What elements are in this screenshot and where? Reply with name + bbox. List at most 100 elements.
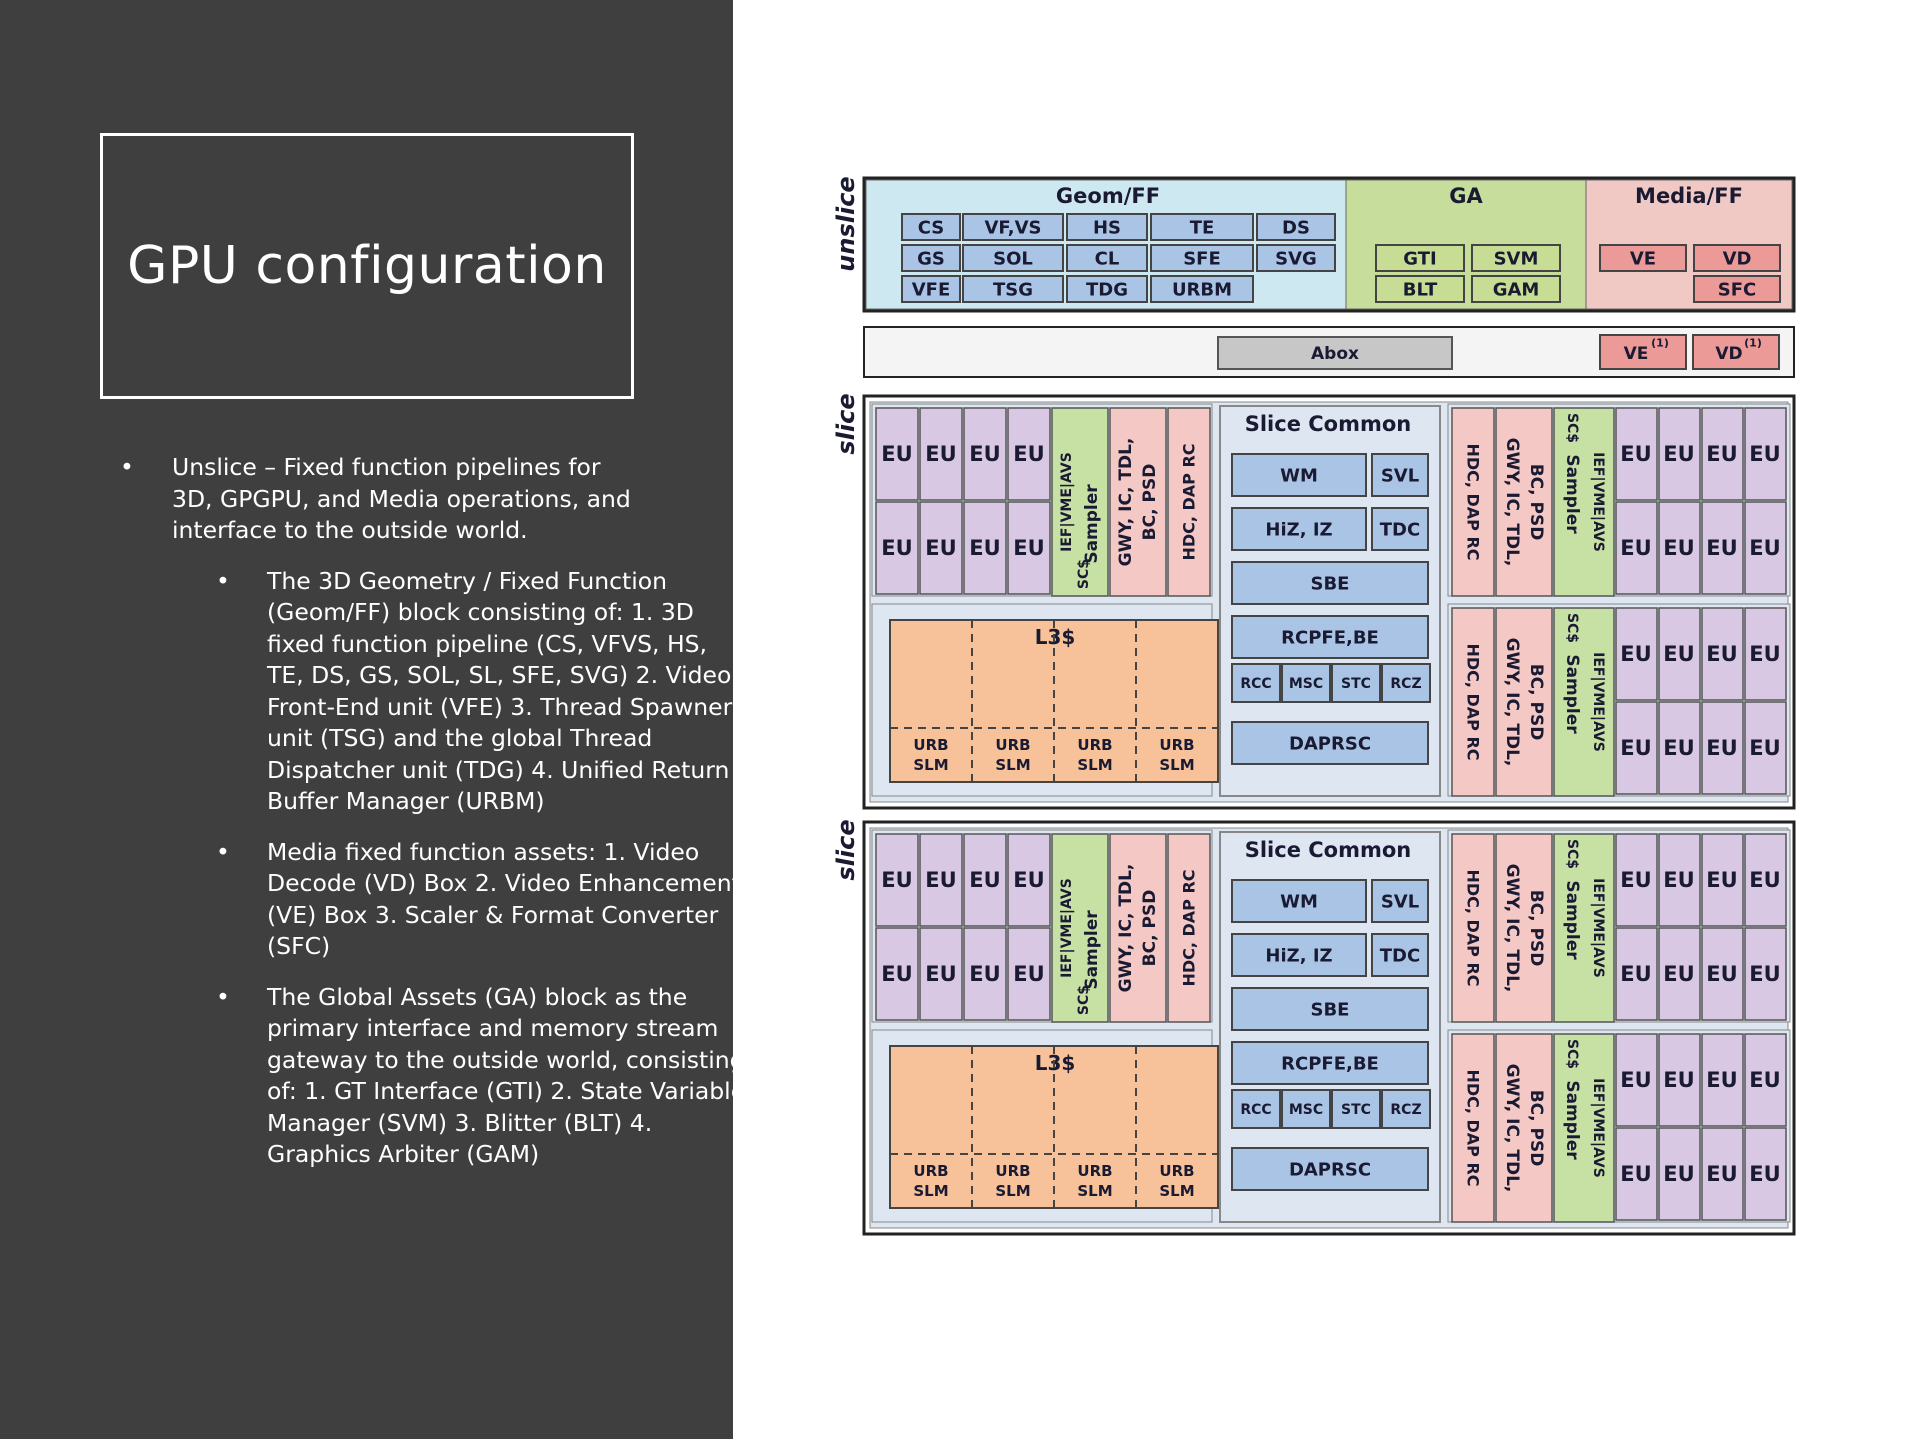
abox-label: Abox [1311,344,1359,364]
slm-label: SLM [913,756,948,774]
sampler-block [1051,407,1109,597]
media-unit [1599,244,1687,272]
sampler-top-label: IEF|VME|AVS [1590,652,1606,752]
sampler-sc-label: SC$ [1564,413,1580,443]
eu-cell [1658,607,1701,701]
eu-cell [1658,1033,1701,1127]
geom-unit-label: HS [1093,218,1121,239]
gwy-label-2: BC, PSD [1526,890,1546,967]
slice-common-unit [1331,1089,1381,1129]
eu-label: EU [925,962,956,986]
eu-cell [1615,701,1658,795]
abox-media-superscript: (1) [1744,337,1762,350]
eu-cell [1701,927,1744,1021]
slice-common-unit-label: HiZ, IZ [1265,946,1332,967]
slice-label: slice [832,393,860,454]
eu-label: EU [1706,736,1737,760]
eu-label: EU [1620,868,1651,892]
unslice-label: unslice [832,176,860,271]
eu-cell [1615,501,1658,595]
sampler-sc-label: SC$ [1564,1039,1580,1069]
left-panel: GPU configuration • Unslice – Fixed func… [0,0,745,1439]
eu-cell [1658,407,1701,501]
slice-common-unit [1371,507,1429,551]
gwy-label-2: BC, PSD [1526,1090,1546,1167]
ga-title: GA [1449,184,1483,208]
hdc-block [1167,407,1211,597]
eu-label: EU [925,536,956,560]
ga-unit-label: BLT [1403,280,1438,301]
eu-cell [1615,927,1658,1021]
slice-common-unit [1231,721,1429,765]
slice-common-unit-label: WM [1280,892,1318,913]
gwy-block [1495,607,1553,797]
geom-unit [1066,244,1148,272]
gwy-label-2: BC, PSD [1526,464,1546,541]
slice-common-unit [1231,1147,1429,1191]
geom-unit-label: SVG [1275,249,1317,270]
sampler-top-label: IEF|VME|AVS [1590,452,1606,552]
eu-label: EU [1620,962,1651,986]
slice-common-unit-label: DAPRSC [1289,734,1371,755]
eu-cell [1744,407,1787,501]
slice-common-title: Slice Common [1245,412,1412,436]
gwy-block [1495,833,1553,1023]
geom-unit-label: SOL [993,249,1033,270]
gwy-label: GWY, IC, TDL, [1116,864,1136,993]
gwy-label: GWY, IC, TDL, [1502,438,1522,567]
eu-label: EU [969,868,1000,892]
geom-unit [962,244,1064,272]
sub-bullet-text: The 3D Geometry / Fixed Function (Geom/F… [267,566,733,816]
eu-label: EU [1749,536,1780,560]
slice-common-unit [1231,1089,1281,1129]
hdc-label: HDC, DAP RC [1464,643,1483,760]
slice-common-unit [1231,507,1367,551]
sampler-top-label: IEF|VME|AVS [1590,878,1606,978]
media-unit-label: SFC [1718,280,1756,301]
slice-common-unit-label: SVL [1381,466,1419,487]
urb-label: URB [1159,1162,1194,1180]
urb-label: URB [913,736,948,754]
urb-label: URB [1077,736,1112,754]
eu-label: EU [1749,736,1780,760]
eu-label: EU [1013,442,1044,466]
hdc-block [1167,833,1211,1023]
slm-label: SLM [1159,1182,1194,1200]
eu-cell [1007,407,1051,501]
sub-bullet-text: Media fixed function assets: 1. Video De… [267,837,741,961]
eu-label: EU [1663,868,1694,892]
ga-unit [1471,244,1561,272]
geom-unit-label: CS [918,218,945,239]
hdc-block [1451,1033,1495,1223]
eu-cell [1007,501,1051,595]
bullet-dot-icon: • [216,566,230,595]
ga-unit [1375,244,1465,272]
eu-label: EU [1706,868,1737,892]
slice-common-unit-label: STC [1341,676,1371,692]
l3-block [889,619,1219,783]
gwy-label: GWY, IC, TDL, [1502,638,1522,767]
eu-label: EU [1013,962,1044,986]
slice-common-unit-label: RCC [1240,1102,1271,1118]
urb-label: URB [1159,736,1194,754]
media-ff-title: Media/FF [1635,184,1743,208]
eu-label: EU [1663,1068,1694,1092]
eu-label: EU [925,442,956,466]
gwy-block [1495,407,1553,597]
eu-cell [1658,501,1701,595]
slice-common-unit [1281,663,1331,703]
slice-common-unit [1331,663,1381,703]
slice-common-unit-label: WM [1280,466,1318,487]
geom-unit [1256,244,1336,272]
bullet-dot-icon: • [120,453,134,481]
eu-cell [1744,501,1787,595]
hdc-label: HDC, DAP RC [1180,869,1199,986]
eu-cell [1615,607,1658,701]
geom-unit [1150,244,1254,272]
eu-label: EU [1013,868,1044,892]
slice-common-unit [1231,879,1367,923]
slide-title: GPU configuration [127,236,607,296]
eu-cell [919,833,963,927]
eu-label: EU [1706,1162,1737,1186]
eu-cell [1615,1127,1658,1221]
